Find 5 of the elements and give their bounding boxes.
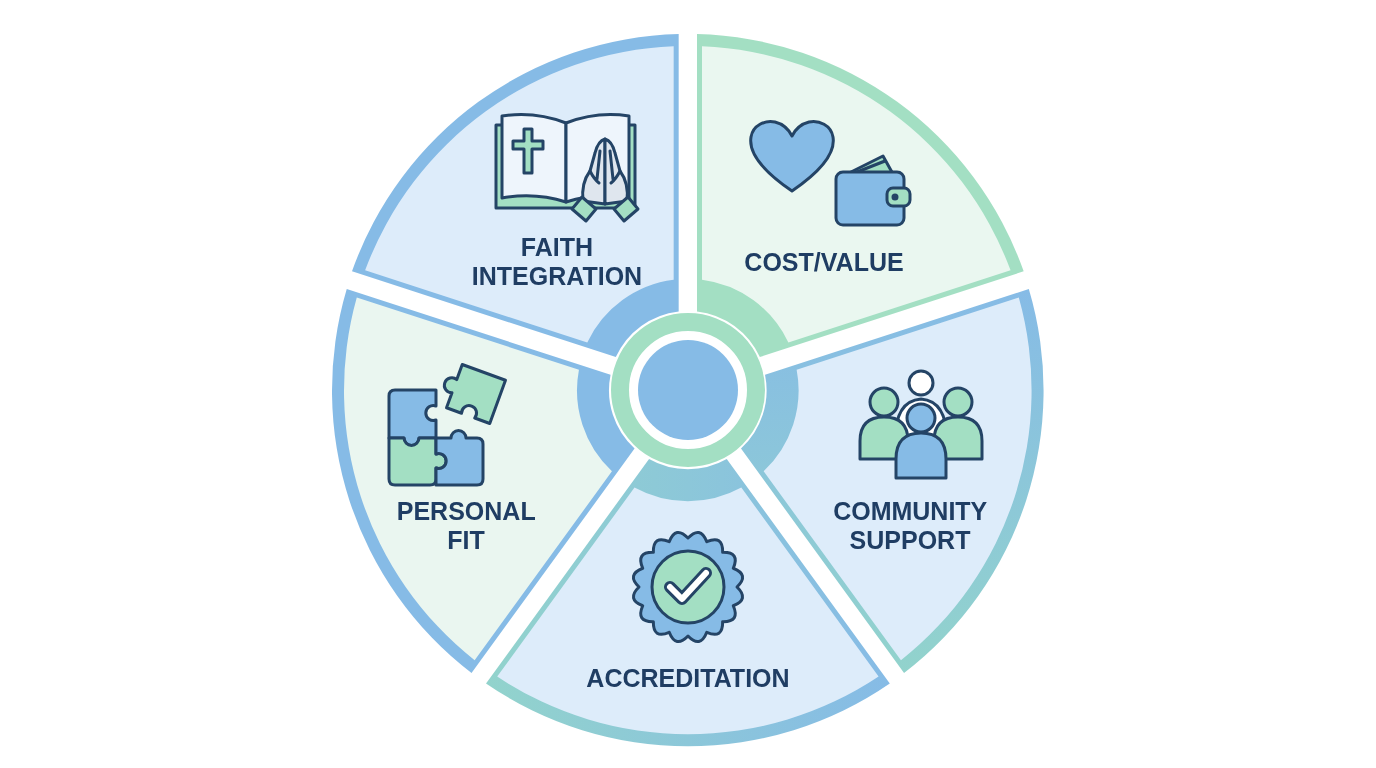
category-label: FAITH INTEGRATION — [471, 233, 643, 291]
category-label: COMMUNITY SUPPORT — [833, 497, 987, 555]
category-label: PERSONAL FIT — [396, 497, 536, 555]
category-label: ACCREDITATION — [586, 664, 790, 693]
category-label: COST/VALUE — [744, 248, 904, 277]
